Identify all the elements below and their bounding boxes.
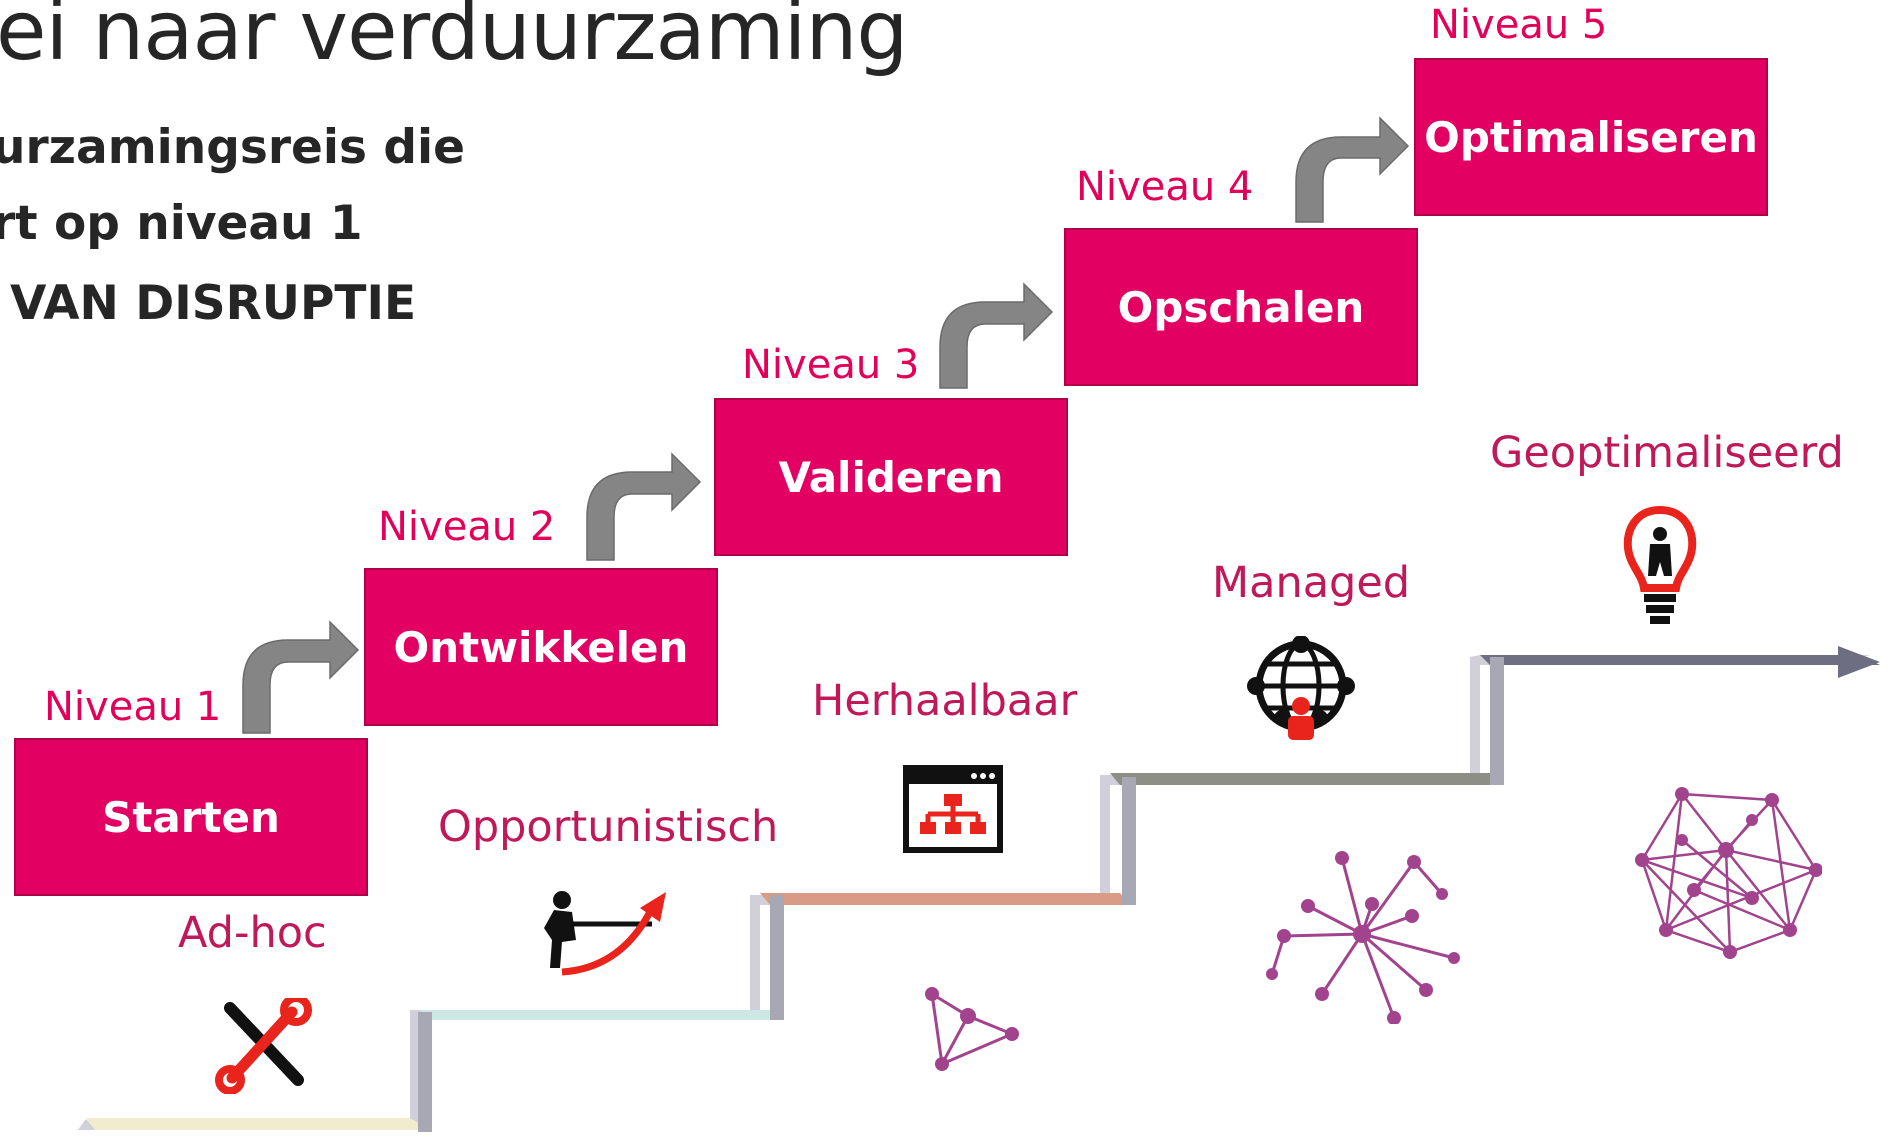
curved-arrow-icon — [586, 452, 702, 561]
maturity-label-geoptimaliseerd: Geoptimaliseerd — [1490, 428, 1844, 478]
step-box-optimaliseren: Optimaliseren — [1414, 58, 1768, 216]
curved-arrow-icon — [242, 620, 360, 734]
maturity-label-herhaalbaar: Herhaalbaar — [812, 676, 1078, 726]
step-box-starten: Starten — [14, 738, 368, 896]
network-graph-icon — [925, 987, 1019, 1071]
maturity-label-managed: Managed — [1212, 558, 1411, 608]
curved-arrow-icon — [939, 282, 1054, 389]
network-graph-icon — [1266, 851, 1460, 1024]
lightbulb-person-icon — [1623, 505, 1697, 624]
page-title: ei naar verduurzaming — [0, 0, 908, 79]
maturity-label-opportunistisch: Opportunistisch — [438, 802, 779, 852]
bullet-line-1: urzamingsreis die — [0, 120, 466, 175]
step-box-opschalen: Opschalen — [1064, 228, 1418, 386]
bullet-line-3: VAN DISRUPTIE — [10, 276, 417, 331]
network-graph-icon — [1635, 787, 1822, 959]
org-chart-window-icon — [903, 765, 1003, 853]
level-label-1: Niveau 1 — [44, 684, 222, 730]
globe-network-people-icon — [1247, 636, 1355, 740]
maturity-label-adhoc: Ad-hoc — [178, 908, 327, 958]
bullet-line-2: rt op niveau 1 — [0, 196, 363, 251]
step-box-ontwikkelen: Ontwikkelen — [364, 568, 718, 726]
level-label-5: Niveau 5 — [1430, 2, 1608, 48]
level-label-3: Niveau 3 — [742, 342, 920, 388]
level-label-2: Niveau 2 — [378, 504, 556, 550]
curved-arrow-icon — [1295, 116, 1410, 223]
step-box-valideren: Valideren — [714, 398, 1068, 556]
level-label-4: Niveau 4 — [1076, 164, 1254, 210]
staircase — [78, 646, 1880, 1132]
tools-icon — [215, 998, 312, 1094]
pulling-person-growth-icon — [544, 891, 666, 976]
